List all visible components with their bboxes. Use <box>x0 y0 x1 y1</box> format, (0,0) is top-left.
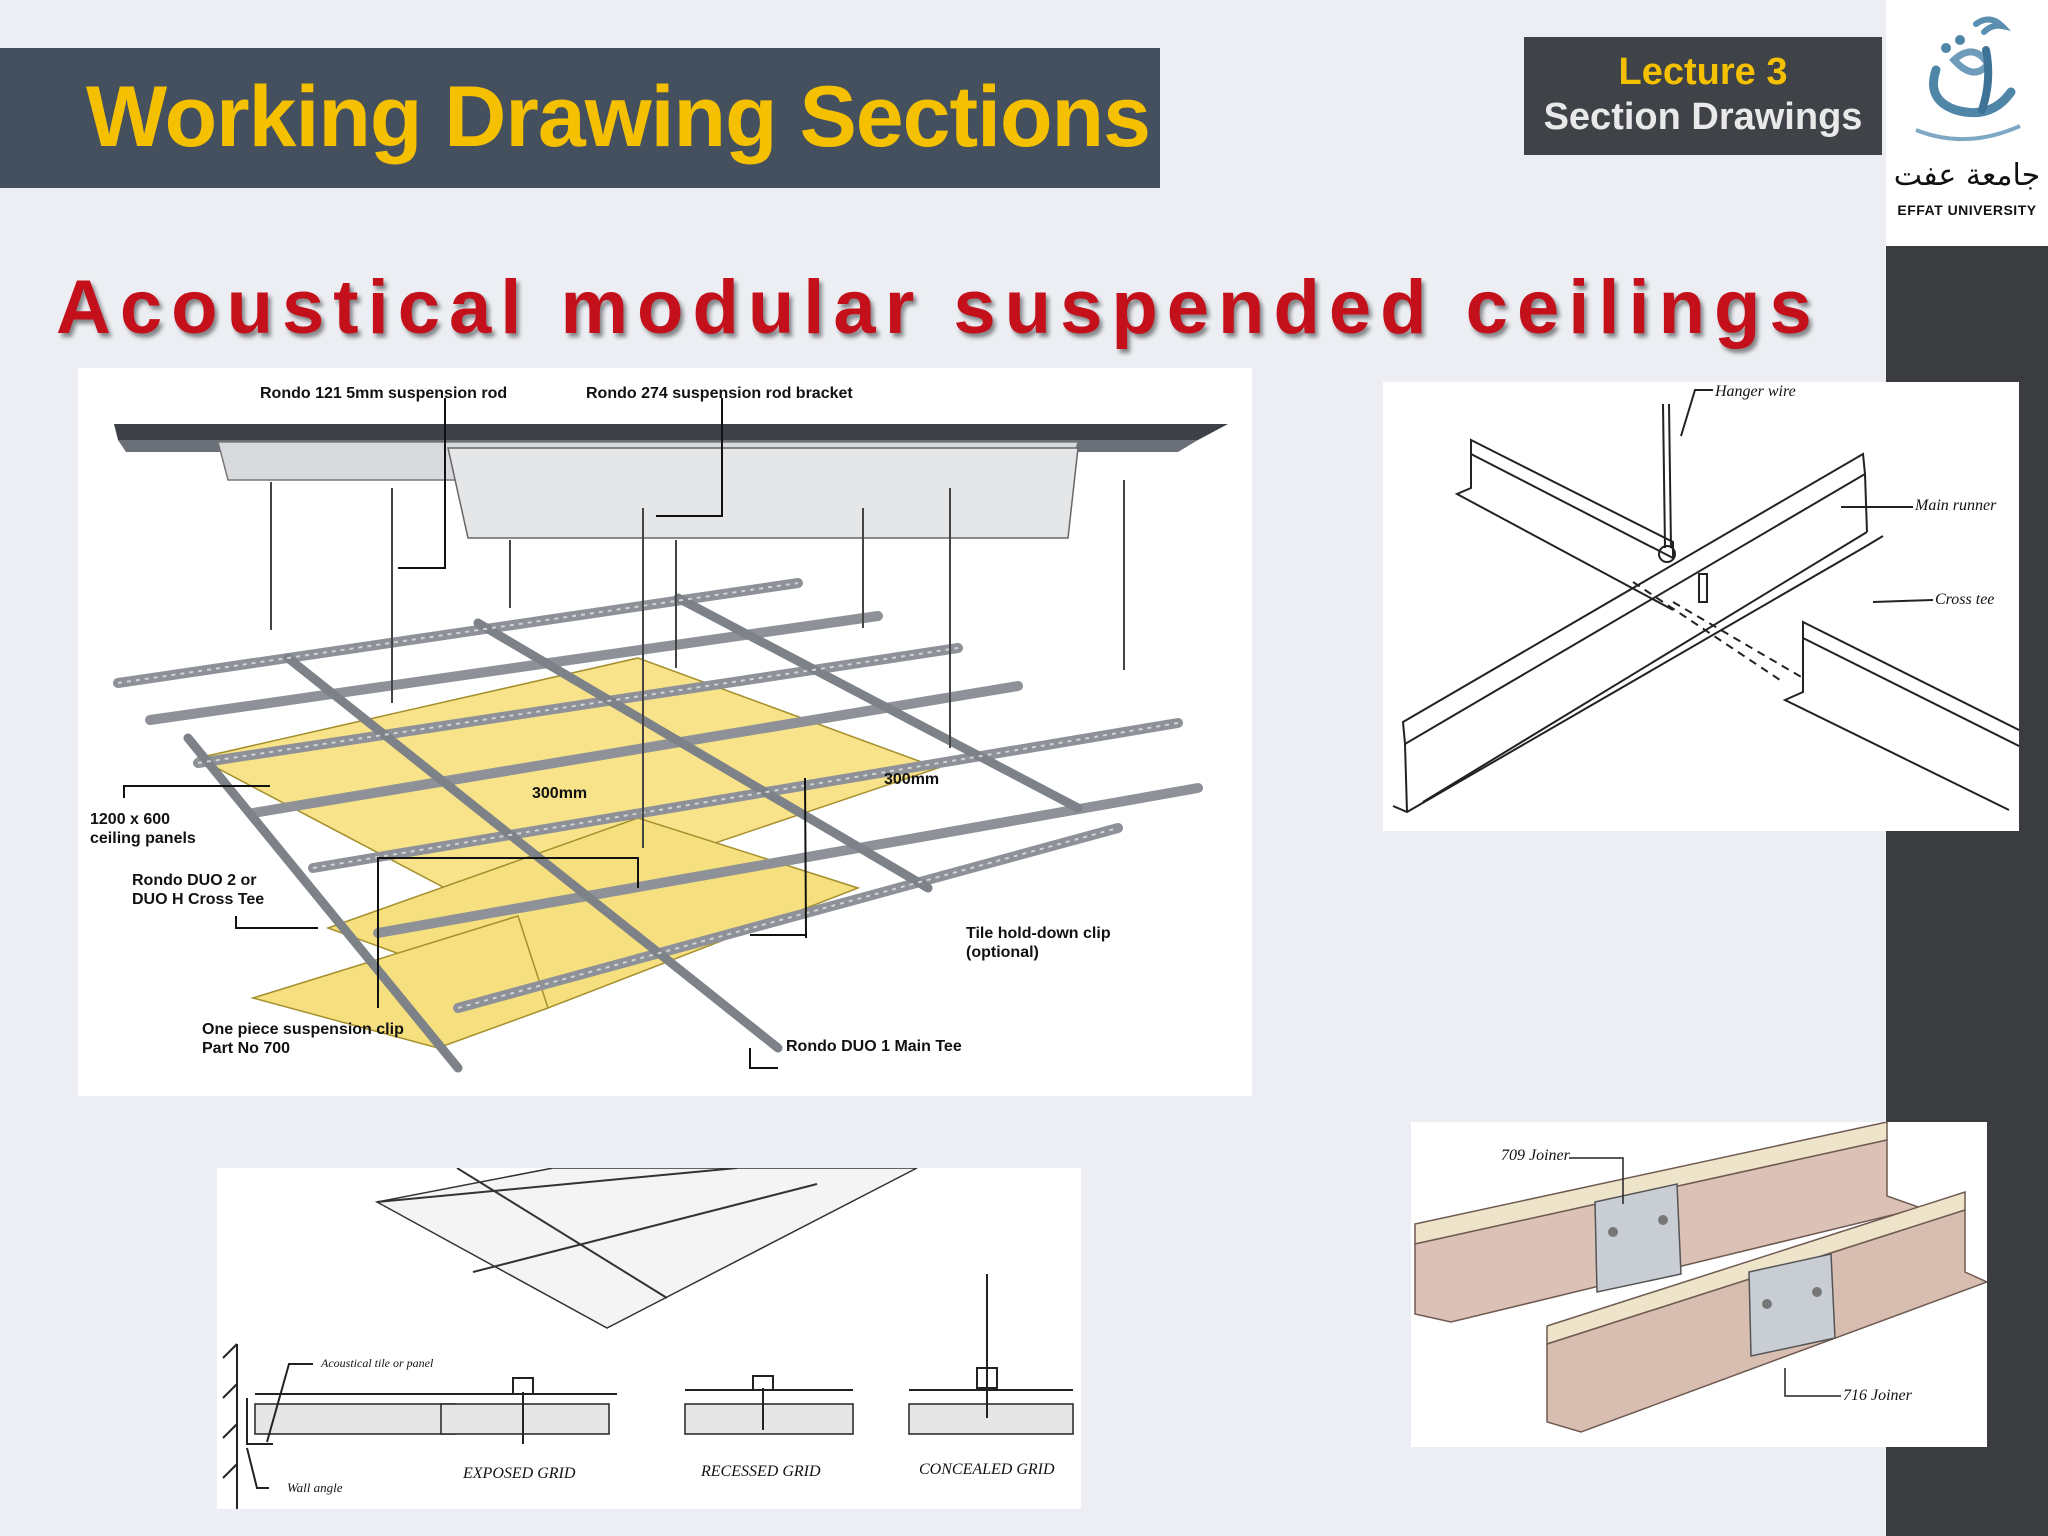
grid-types-section-diagram <box>222 1168 1074 1509</box>
label-main-tee: Rondo DUO 1 Main Tee <box>786 1038 962 1055</box>
calligraphy-logo-icon <box>1915 16 2021 142</box>
lecture-badge: Lecture 3 Section Drawings <box>1524 37 1882 155</box>
ceiling-assembly-diagram <box>113 398 1228 1073</box>
grid-types-illustration: Acoustical tile or panel Wall angle EXPO… <box>217 1168 1081 1509</box>
label-cross-tee-line2: DUO H Cross Tee <box>132 891 265 908</box>
label-holddown-optional: (optional) <box>966 944 1039 961</box>
label-panels-type: ceiling panels <box>90 830 196 847</box>
logo-english-name: EFFAT UNIVERSITY <box>1897 202 2037 218</box>
joiner-connection-diagram <box>1414 1122 1987 1433</box>
label-709-joiner: 709 Joiner <box>1501 1147 1570 1164</box>
label-suspension-rod: Rondo 121 5mm suspension rod <box>260 385 508 402</box>
label-cross-tee: Cross tee <box>1935 591 1995 608</box>
main-runner-cross-tee-diagram <box>1392 389 2019 814</box>
label-exposed-grid: EXPOSED GRID <box>463 1465 576 1482</box>
label-concealed-grid: CONCEALED GRID <box>919 1461 1055 1478</box>
grid-joint-illustration: Hanger wire Main runner Cross tee <box>1383 382 2019 831</box>
logo-arabic-name: جامعة عفت <box>1893 158 2041 193</box>
label-recessed-grid: RECESSED GRID <box>701 1463 821 1480</box>
label-suspension-clip: One piece suspension clip <box>202 1021 404 1038</box>
section-subtitle: Acoustical modular suspended ceilings <box>56 265 1821 350</box>
label-hanger-wire: Hanger wire <box>1715 383 1796 400</box>
label-rod-bracket: Rondo 274 suspension rod bracket <box>586 385 853 402</box>
joiners-illustration: 709 Joiner 716 Joiner <box>1411 1122 1987 1447</box>
label-clip-part: Part No 700 <box>202 1040 291 1057</box>
label-panels-size: 1200 x 600 <box>90 811 171 828</box>
label-716-joiner: 716 Joiner <box>1843 1387 1912 1404</box>
slide-title: Working Drawing Sections <box>86 69 1151 165</box>
label-wall-angle: Wall angle <box>287 1480 343 1495</box>
lecture-topic: Section Drawings <box>1543 96 1863 138</box>
university-logo: جامعة عفت EFFAT UNIVERSITY <box>1886 0 2048 246</box>
label-spacing-right: 300mm <box>884 771 940 788</box>
suspended-ceiling-illustration: Rondo 121 5mm suspension rod Rondo 274 s… <box>78 368 1252 1096</box>
label-main-runner: Main runner <box>1915 497 1997 514</box>
label-cross-tee-line1: Rondo DUO 2 or <box>132 872 257 889</box>
label-acoustical-tile: Acoustical tile or panel <box>321 1356 434 1370</box>
lecture-number: Lecture 3 <box>1618 51 1788 93</box>
label-spacing-left: 300mm <box>532 785 588 802</box>
label-holddown-clip: Tile hold-down clip <box>966 925 1111 942</box>
title-banner: Working Drawing Sections <box>0 48 1160 188</box>
